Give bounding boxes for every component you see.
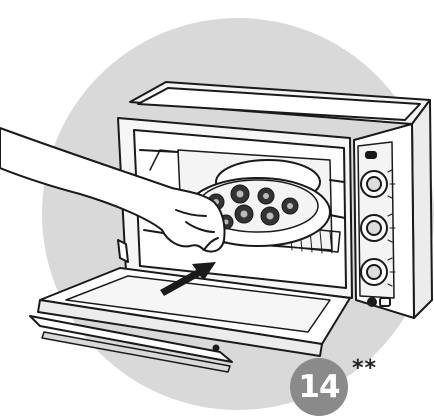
insert-arrow-icon	[160, 262, 216, 296]
hand-icon	[0, 127, 226, 253]
footnote-mark: **	[352, 356, 378, 381]
step-number-badge: 14	[290, 358, 348, 416]
step-number: 14	[298, 369, 340, 405]
